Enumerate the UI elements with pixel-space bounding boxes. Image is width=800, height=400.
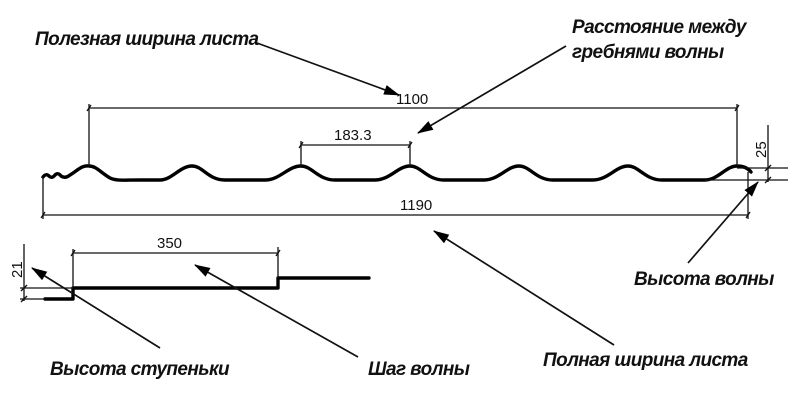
crest-distance-value: 183.3 [334,127,372,144]
useful-width-leader-arrow [256,42,400,96]
full-width-leader-arrow [433,230,615,346]
crest-distance-label-line1: Расстояние между [572,17,748,38]
wave-pitch-dimension: 350 [70,235,281,288]
sheet-step-profile [43,276,371,301]
wave-pitch-label: Шаг волны [368,359,470,380]
step-height-leader-arrow [31,267,161,349]
full-width-label: Полная ширина листа [543,350,749,371]
step-height-value: 21 [9,261,26,278]
wave-pitch-leader-arrow [194,264,359,358]
step-height-dimension: 21 [9,244,73,303]
useful-width-dimension: 1100 [86,91,740,166]
wave-pitch-value: 350 [157,235,182,252]
wave-height-leader-arrow [687,181,759,264]
wave-height-value: 25 [753,141,770,158]
full-width-value: 1190 [400,197,432,214]
sheet-cross-section-profile [41,164,753,182]
wave-height-label: Высота волны [634,269,774,290]
useful-width-value: 1100 [396,91,428,108]
wave-height-dimension: 25 [705,125,788,184]
crest-distance-label-line2: гребнями волны [572,42,724,63]
useful-width-label: Полезная ширина листа [35,29,260,50]
crest-distance-leader-arrow [417,45,567,134]
crest-distance-dimension: 183.3 [298,127,413,166]
step-height-label: Высота ступеньки [50,359,230,380]
